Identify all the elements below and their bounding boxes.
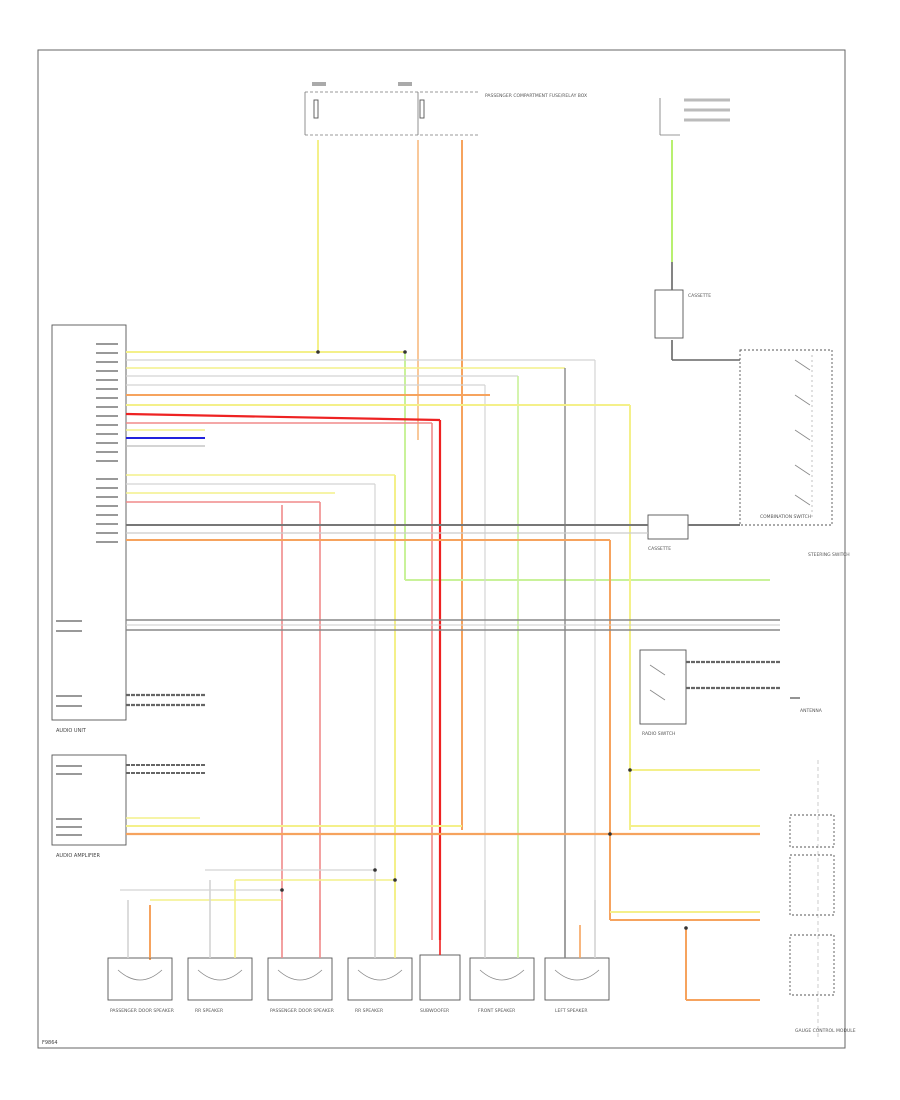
speaker-2-label: RR SPEAKER [195, 1008, 223, 1014]
cassette-connector-mid: CASSETTE [647, 514, 689, 552]
audio-unit: AUDIO UNIT [51, 324, 127, 734]
junction-dots [280, 350, 688, 930]
speaker-3-label: PASSENGER DOOR SPEAKER [270, 1008, 334, 1014]
steering-switch: STEERING SWITCH [808, 552, 850, 558]
speaker-5-label: SUBWOOFER [420, 1008, 449, 1014]
radio-switch: RADIO SWITCH [639, 649, 687, 737]
audio-amplifier-label: AUDIO AMPLIFIER [56, 853, 100, 859]
steering-switch-label: STEERING SWITCH [808, 552, 850, 558]
antenna-label: ANTENNA [800, 708, 823, 714]
speaker-2: RR SPEAKER [187, 957, 253, 1014]
speaker-7: LEFT SPEAKER [544, 957, 610, 1014]
gauge-control-label: GAUGE CONTROL MODULE [795, 1028, 856, 1034]
cassette-label-mid: CASSETTE [648, 546, 671, 552]
footer-code: F9864 [42, 1040, 58, 1046]
diagram-frame [37, 49, 846, 1049]
speaker-1-label: PASSENGER DOOR SPEAKER [110, 1008, 174, 1014]
radio-switch-label: RADIO SWITCH [642, 731, 675, 737]
audio-amplifier: AUDIO AMPLIFIER [51, 754, 127, 859]
cassette-switch: CASSETTE [654, 289, 711, 339]
speaker-1: PASSENGER DOOR SPEAKER [107, 957, 174, 1014]
fuse-box-label: PASSENGER COMPARTMENT FUSE/RELAY BOX [485, 93, 587, 99]
antenna: ANTENNA [800, 708, 823, 714]
audio-unit-label: AUDIO UNIT [56, 728, 87, 734]
top-right-connector [659, 98, 730, 136]
speaker-4-label: RR SPEAKER [355, 1008, 383, 1014]
speaker-4: RR SPEAKER [347, 957, 413, 1014]
right-modules: GAUGE CONTROL MODULE [789, 760, 856, 1040]
combination-switch: COMBINATION SWITCH [739, 349, 833, 526]
speaker-7-label: LEFT SPEAKER [555, 1008, 587, 1014]
cassette-label-top: CASSETTE [688, 293, 711, 299]
wire-red-h7 [125, 412, 441, 422]
speaker-6: FRONT SPEAKER [469, 957, 535, 1014]
combination-switch-label: COMBINATION SWITCH [760, 514, 811, 520]
speaker-5: SUBWOOFER [419, 954, 461, 1014]
fuse-box: PASSENGER COMPARTMENT FUSE/RELAY BOX [304, 82, 587, 136]
speaker-6-label: FRONT SPEAKER [478, 1008, 515, 1014]
speaker-3: PASSENGER DOOR SPEAKER [267, 957, 334, 1014]
speaker-wires [127, 870, 596, 958]
